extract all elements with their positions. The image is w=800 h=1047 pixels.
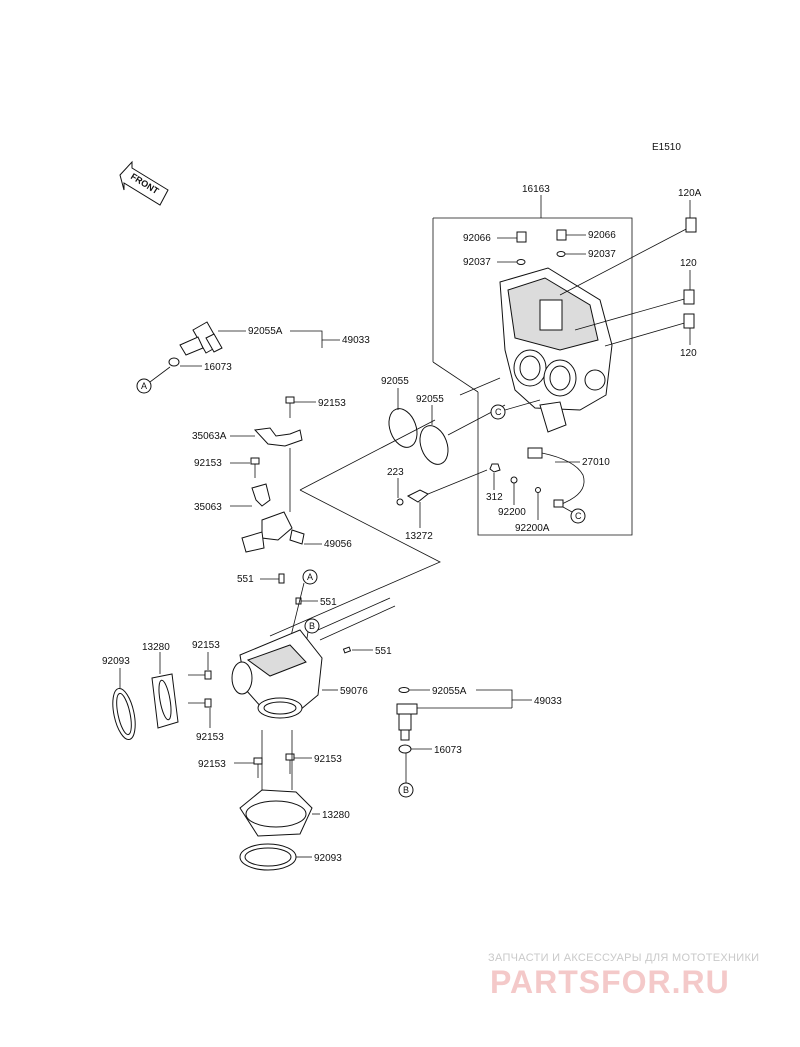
callout-C-upper-label: C [495,407,502,417]
throttle-body [499,267,613,433]
part-120-upper: 120 [680,258,697,269]
part-92055A-top: 92055A [248,326,283,337]
callout-C-lower-label: C [575,511,582,521]
part-92153-e: 92153 [198,759,226,770]
watermark-tagline: ЗАПЧАСТИ И АКСЕССУАРЫ ДЛЯ МОТОТЕХНИКИ [488,952,760,964]
part-551-a: 551 [237,574,254,585]
screw-92153-d [188,698,212,708]
part-223: 223 [387,467,404,478]
injector-top [168,321,223,367]
part-551-b: 551 [320,597,337,608]
diagram-code: E1510 [652,142,681,153]
bolt-120-upper [574,289,695,331]
oring-92055-left [388,408,418,448]
throttle-body-group-outline [432,195,633,536]
callout-B-mid-label: B [309,621,315,631]
part-35063: 35063 [194,502,222,513]
part-92153-f: 92153 [314,754,342,765]
part-49056: 49056 [324,539,352,550]
part-92200A: 92200A [515,523,550,534]
part-35063A: 35063A [192,431,227,442]
part-92055-right: 92055 [416,394,444,405]
bracket-35063 [251,483,271,507]
callout-A-left-label: A [141,381,147,391]
callout-A-left [136,378,152,394]
sensor-27010 [527,447,585,508]
bolt-120A [559,217,697,296]
part-92066-left: 92066 [463,233,491,244]
front-arrow-icon: FRONT [119,160,169,206]
part-312: 312 [486,492,503,503]
cap-92066-right [556,229,567,241]
part-16163: 16163 [522,184,550,195]
callout-C-upper [490,404,506,420]
bolt-120-lower [604,313,695,347]
clamp-13280-bottom [239,789,313,837]
part-92200: 92200 [498,507,526,518]
part-59076: 59076 [340,686,368,697]
part-92037-left: 92037 [463,257,491,268]
part-92153-c: 92153 [192,640,220,651]
part-92093-bottom: 92093 [314,853,342,864]
pin-551-a [278,573,285,584]
screw-92153-b [250,457,260,478]
part-92153-d: 92153 [196,732,224,743]
part-16073-bottom: 16073 [434,745,462,756]
part-92037-right: 92037 [588,249,616,260]
part-92093-left: 92093 [102,656,130,667]
callout-A-mid [302,569,318,585]
washer-92200 [510,476,518,484]
nut-312 [489,463,501,473]
washer-92200A [535,487,541,493]
screw-92153-c [188,670,212,680]
intake-manifold-59076 [231,629,323,719]
part-13280-bottom: 13280 [322,810,350,821]
clip-92037-left [516,259,526,265]
part-551-c: 551 [375,646,392,657]
part-49033-bottom: 49033 [534,696,562,707]
callout-C-lower [570,508,586,524]
part-13272: 13272 [405,531,433,542]
screw-223 [396,498,404,506]
part-13280-left: 13280 [142,642,170,653]
injector-bottom [396,687,418,754]
part-92055-left: 92055 [381,376,409,387]
part-120A: 120A [678,188,702,199]
part-92066-right: 92066 [588,230,616,241]
watermark-logo: PARTSFOR.RU [490,964,730,1000]
fuel-pipe-49056 [241,511,305,553]
part-16073-top: 16073 [204,362,232,373]
bracket-35063A [253,427,303,447]
clip-92037-right [556,251,566,257]
callout-B-bottom-label: B [403,785,409,795]
cap-92066-left [516,231,527,243]
part-92055A-bottom: 92055A [432,686,467,697]
screw-92153-e [253,757,263,778]
bracket-13272 [406,489,429,503]
part-92153-b: 92153 [194,458,222,469]
part-92153-a: 92153 [318,398,346,409]
part-120-lower: 120 [680,348,697,359]
oring-92055-right [419,425,449,465]
pin-551-c [342,646,352,654]
part-27010: 27010 [582,457,610,468]
part-49033-top: 49033 [342,335,370,346]
screw-92153-a [285,396,295,418]
callout-A-mid-label: A [307,572,313,582]
callout-B-mid [304,618,320,634]
screw-92153-f [285,753,295,774]
